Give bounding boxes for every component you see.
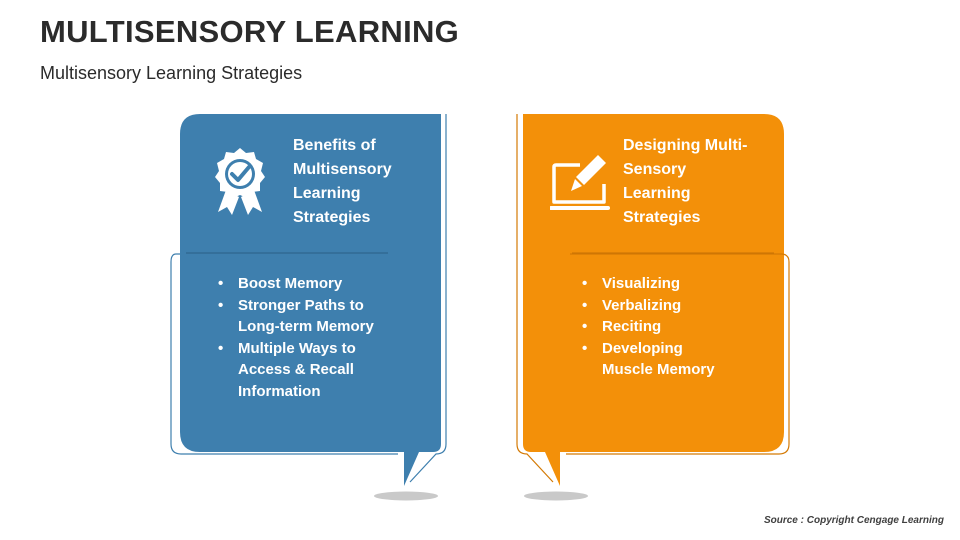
card-designing-outline <box>516 114 554 483</box>
card-benefits-bracket <box>170 253 398 455</box>
card-designing-bracket <box>566 253 790 455</box>
list-item: Stronger Paths to Long-term Memory <box>214 295 374 338</box>
award-badge-checkmark-icon <box>215 148 265 215</box>
card-designing-heading: Designing Multi- Sensory Learning Strate… <box>623 137 748 226</box>
source-credit: Source : Copyright Cengage Learning <box>763 515 944 526</box>
list-item: Reciting <box>578 316 715 338</box>
list-item: Multiple Ways to Access & Recall Informa… <box>214 338 374 403</box>
page-subtitle: Multisensory Learning Strategies <box>40 63 303 83</box>
list-item: Boost Memory <box>214 273 374 295</box>
laptop-pen-icon <box>550 155 610 210</box>
page-title: MULTISENSORY LEARNING <box>40 14 460 49</box>
card-benefits-outline <box>409 114 447 483</box>
list-item: Visualizing <box>578 273 715 295</box>
card-designing-shadow <box>524 491 588 501</box>
list-item: Verbalizing <box>578 295 715 317</box>
list-item: Developing Muscle Memory <box>578 338 715 381</box>
card-benefits-shadow <box>374 491 438 501</box>
card-benefits-heading: Benefits of Multisensory Learning Strate… <box>293 137 392 226</box>
card-benefits-list: Boost Memory Stronger Paths to Long-term… <box>214 273 374 402</box>
card-designing-list: Visualizing Verbalizing Reciting Develop… <box>578 273 715 381</box>
